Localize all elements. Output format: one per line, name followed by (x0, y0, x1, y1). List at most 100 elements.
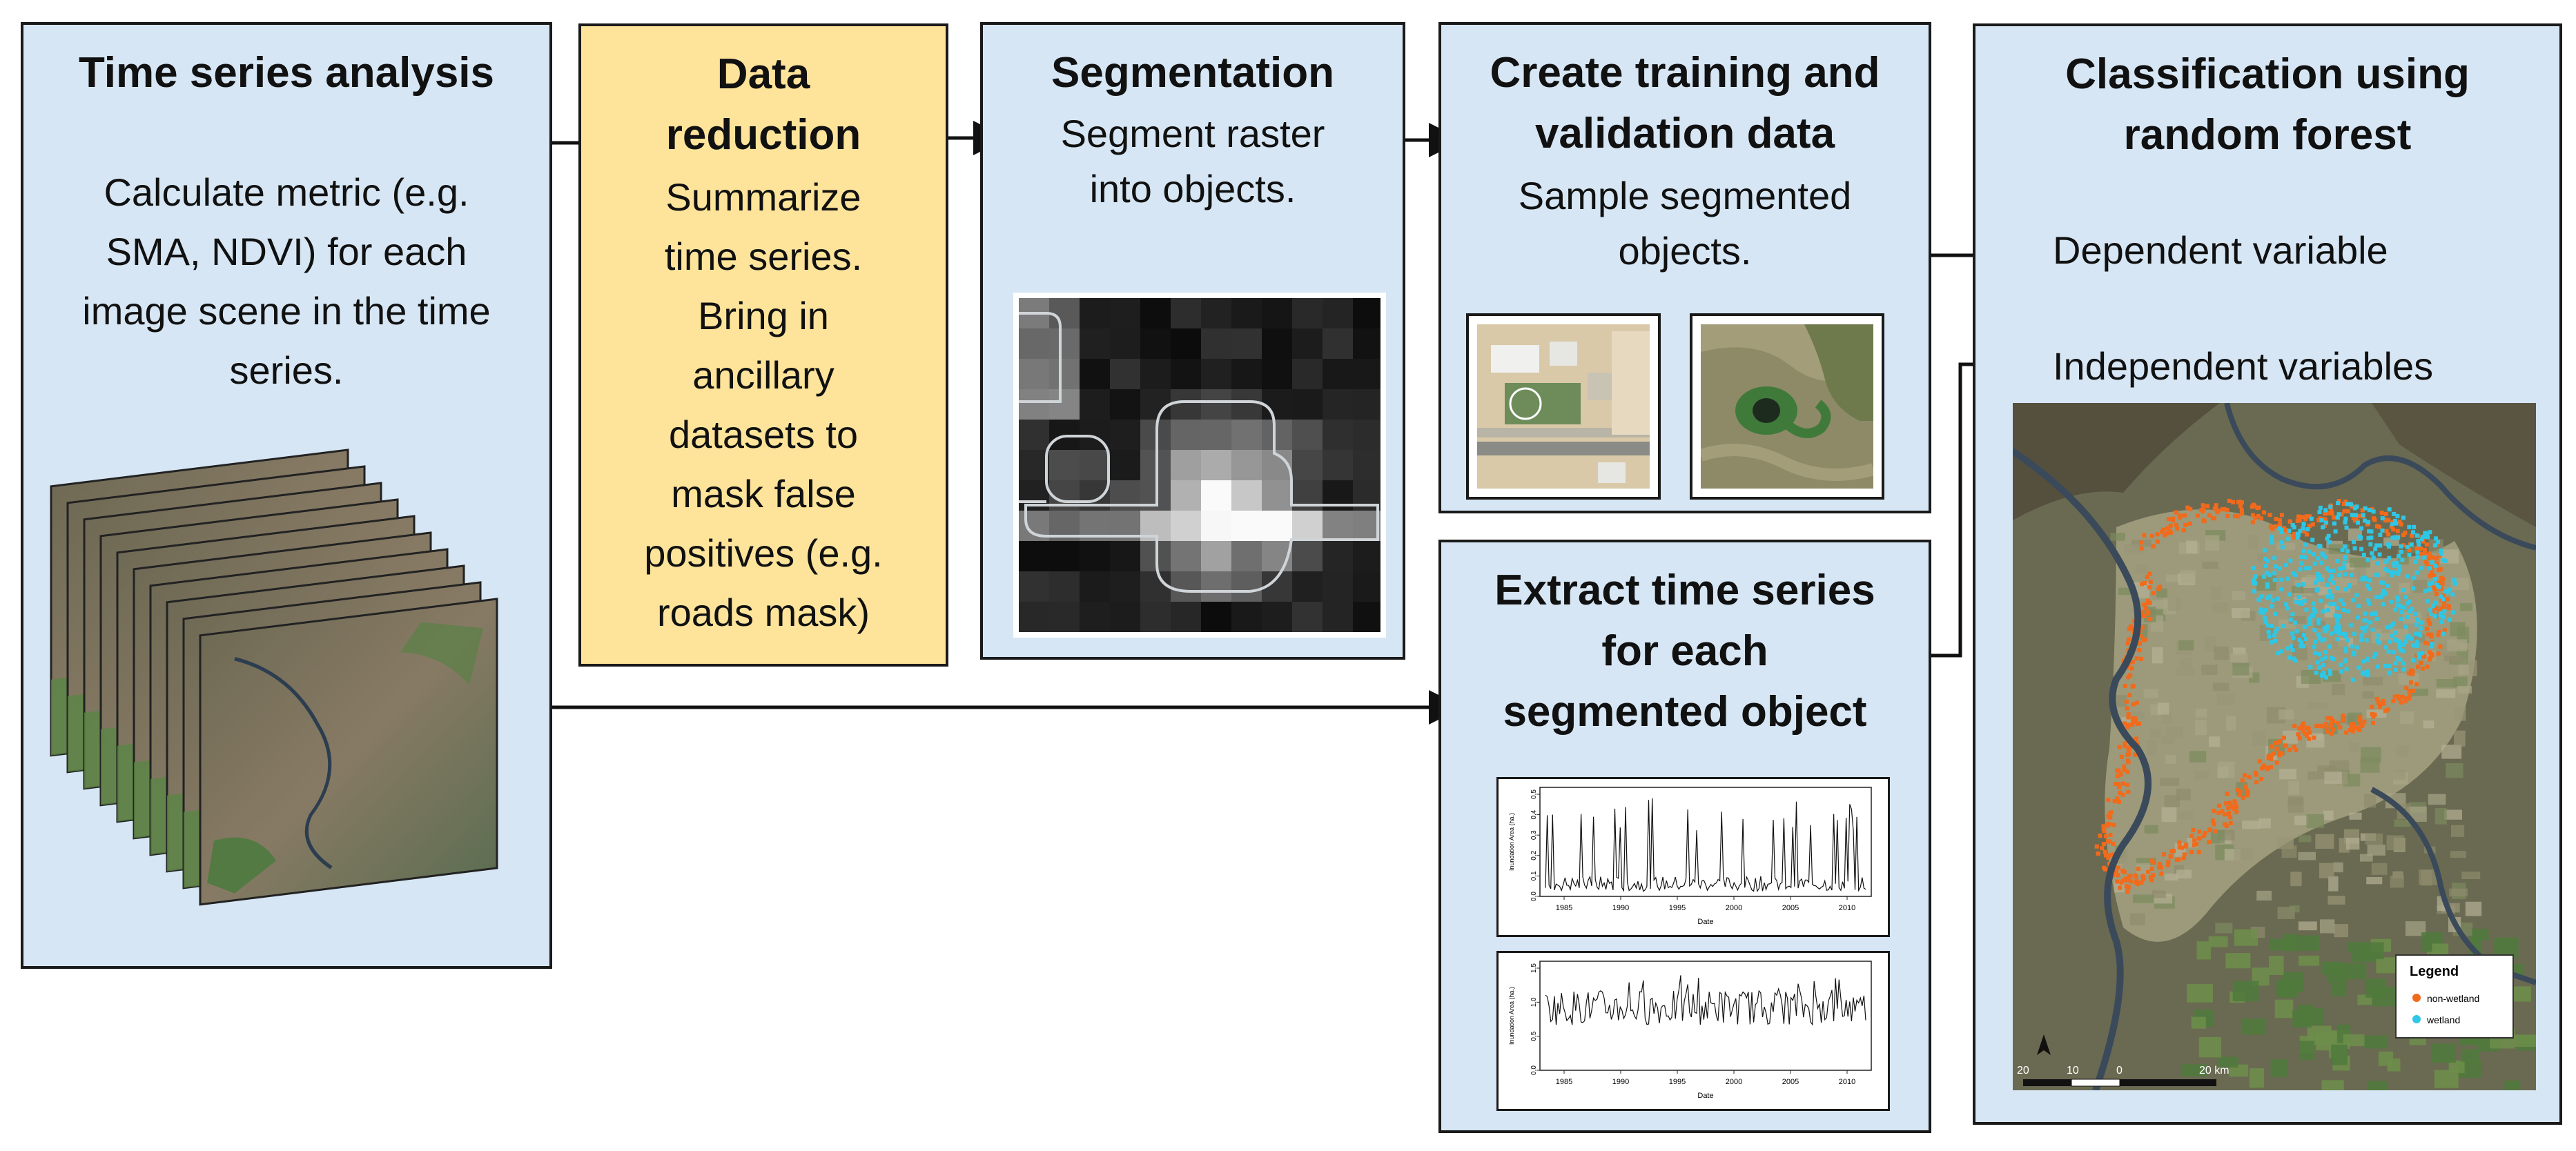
non-wetland-point (2123, 721, 2127, 726)
non-wetland-point (2429, 632, 2434, 637)
wetland-point (2288, 617, 2293, 622)
body-line: objects. (1618, 229, 1752, 273)
wetland-point (2432, 614, 2437, 619)
wetland-point (2427, 582, 2432, 587)
wetland-point (2316, 632, 2321, 637)
wetland-point (2375, 638, 2380, 643)
non-wetland-point (2181, 856, 2186, 860)
wetland-point (2336, 631, 2341, 636)
body-line: image scene in the time (82, 289, 491, 333)
non-wetland-point (2136, 867, 2140, 872)
non-wetland-point (2138, 540, 2143, 545)
non-wetland-point (2403, 699, 2408, 704)
raster-cell (1019, 420, 1049, 450)
raster-cell (1201, 420, 1231, 450)
plot-frame (1539, 787, 1872, 897)
non-wetland-point (2381, 698, 2385, 703)
non-wetland-point (2140, 582, 2145, 587)
raster-cell (1080, 450, 1110, 480)
non-wetland-point (2134, 879, 2139, 884)
wetland-point (2320, 638, 2325, 643)
non-wetland-point (2105, 823, 2110, 828)
body-line: Sample segmented (1518, 174, 1852, 217)
wetland-point (2439, 619, 2444, 624)
non-wetland-point (2397, 520, 2402, 524)
wetland-point (2312, 601, 2316, 606)
non-wetland-point (2428, 656, 2433, 660)
y-axis-label: Inundation Area (ha.) (1508, 813, 1515, 871)
non-wetland-point (2437, 629, 2441, 634)
wetland-point (2412, 611, 2417, 616)
non-wetland-point (2150, 860, 2155, 865)
non-wetland-point (2307, 514, 2312, 519)
wetland-point (2306, 549, 2311, 554)
non-wetland-point (2235, 787, 2240, 792)
wetland-point (2350, 513, 2354, 518)
data-reduction-body: Summarize time series. Bring in ancillar… (581, 168, 946, 642)
non-wetland-point (2274, 517, 2279, 522)
wetland-point (2272, 578, 2277, 582)
wetland-point (2414, 622, 2419, 627)
non-wetland-point (2301, 515, 2305, 520)
non-wetland-point (2404, 696, 2409, 701)
x-tick-label: 1990 (1612, 1078, 1629, 1086)
wetland-point (2325, 608, 2330, 613)
wetland-point (2312, 645, 2316, 649)
raster-cell (1323, 450, 1353, 480)
non-wetland-point (2341, 502, 2346, 506)
non-wetland-point (2174, 510, 2178, 515)
wetland-point (2337, 627, 2342, 632)
wetland-point (2310, 538, 2315, 542)
wetland-point (2313, 639, 2318, 644)
wetland-point (2364, 638, 2369, 642)
wetland-point (2381, 589, 2385, 593)
raster-cell (1171, 328, 1201, 359)
non-wetland-point (2141, 876, 2146, 881)
wetland-point (2409, 542, 2414, 547)
non-wetland-point (2307, 730, 2312, 735)
body-line: series. (229, 348, 344, 392)
non-wetland-point (2130, 716, 2135, 721)
non-wetland-point (2292, 535, 2296, 540)
non-wetland-point (2101, 824, 2106, 829)
wetland-point (2450, 592, 2455, 597)
non-wetland-point (2212, 829, 2217, 834)
non-wetland-point (2185, 505, 2190, 510)
wetland-point (2299, 555, 2304, 560)
non-wetland-point (2115, 796, 2120, 801)
wetland-point (2263, 619, 2268, 624)
non-wetland-point (2446, 604, 2451, 609)
wetland-point (2319, 598, 2323, 603)
non-wetland-point (2262, 763, 2267, 768)
raster-cell (1049, 571, 1080, 602)
non-wetland-point (2406, 671, 2411, 676)
non-wetland-point (2432, 573, 2437, 578)
classification-box: Classification using random forest Depen… (1973, 23, 2562, 1125)
wetland-point (2269, 624, 2274, 629)
raster-cell (1080, 359, 1110, 389)
wetland-point (2413, 560, 2418, 564)
wetland-point (2323, 508, 2328, 513)
non-wetland-point (2151, 544, 2156, 549)
non-wetland-point (2430, 609, 2435, 613)
raster-cell (1231, 511, 1262, 541)
non-wetland-point (2202, 519, 2207, 524)
non-wetland-point (2225, 791, 2229, 796)
non-wetland-point (2365, 522, 2370, 527)
non-wetland-point (2149, 533, 2154, 538)
wetland-point (2322, 625, 2327, 630)
non-wetland-point (2203, 831, 2207, 836)
wetland-point (2321, 662, 2325, 667)
raster-cell (1140, 298, 1171, 328)
wetland-point (2341, 631, 2346, 636)
non-wetland-point (2129, 722, 2134, 727)
wetland-point (2328, 540, 2332, 544)
wetland-point (2334, 625, 2339, 630)
non-wetland-point (2238, 504, 2243, 509)
raster-cell (1353, 328, 1380, 359)
non-wetland-point (2134, 736, 2138, 741)
wetland-point (2312, 561, 2317, 566)
wetland-point (2414, 570, 2419, 575)
non-wetland-point (2134, 718, 2138, 723)
non-wetland-point (2371, 720, 2376, 725)
